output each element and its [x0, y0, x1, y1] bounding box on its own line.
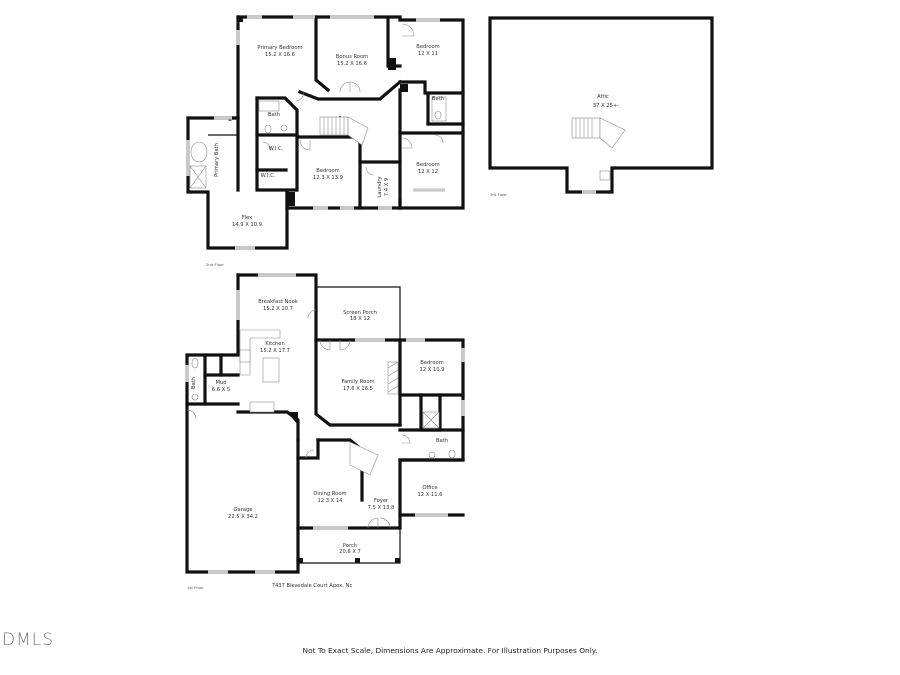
room-dims: 20.6 X 7	[339, 549, 361, 555]
room-dims: 7.5 X 13.8	[368, 505, 395, 511]
room-name: Porch	[343, 543, 357, 549]
room-dims: 15.2 X 16.6	[337, 61, 367, 67]
third-floor-plan: Attic 37 X 25+- 3rd Floor	[488, 16, 714, 197]
mls-logo: DMLS	[2, 630, 55, 650]
room-name: Primary Bedroom	[257, 45, 302, 51]
room-name: Bedroom	[416, 44, 439, 50]
room-dims: 22.5 X 34.2	[228, 514, 258, 520]
room-name: Family Room	[341, 379, 374, 385]
room-name: Bath	[432, 96, 444, 102]
room-dims: 15.2 X 17.7	[260, 348, 290, 354]
room-name: Mud	[215, 380, 226, 386]
room-name: Screen Porch	[343, 310, 377, 316]
first-floor-plan	[185, 273, 465, 574]
room-name: Foyer	[374, 498, 389, 504]
room-name: Bonus Room	[336, 54, 368, 60]
room-dims: 12.3 X 14	[317, 498, 343, 504]
property-address: 7437 Bleasdale Court Apex, Nc	[272, 583, 353, 589]
room-dims: 12 X 11.6	[417, 492, 442, 498]
room-name: Primary Bath	[214, 143, 220, 177]
room-name: W.I.C.	[261, 173, 276, 179]
first-floor-labels: Breakfast Nook 15.2 X 10.7 Screen Porch …	[187, 299, 448, 590]
room-name: Bath	[436, 438, 448, 444]
floor-label-1st: 1st Floor	[187, 585, 204, 590]
room-name: W.I.C.	[269, 146, 284, 152]
room-name: Breakfast Nook	[258, 299, 298, 305]
room-dims: 12.3 X 13.9	[313, 175, 343, 181]
second-floor-labels: Primary Bedroom 15.2 X 16.6 Bonus Room 1…	[206, 44, 444, 267]
room-name: Bedroom	[416, 162, 439, 168]
room-name: Bath	[268, 112, 280, 118]
room-dims: 17.6 X 16.5	[343, 386, 373, 392]
room-name: Flex	[242, 215, 253, 221]
room-name: Bath	[191, 377, 197, 389]
room-name: Garage	[234, 507, 253, 513]
room-dims: 14.9 X 10.9	[232, 222, 262, 228]
room-dims: 37 X 25+-	[593, 103, 619, 109]
room-name: Dining Room	[313, 491, 346, 497]
floor-label-2nd: 2nd Floor	[206, 262, 224, 267]
room-dims: 15.2 X 16.6	[265, 52, 295, 58]
room-name: Kitchen	[265, 341, 285, 347]
room-dims: 7.4 X 9	[384, 178, 390, 196]
room-name: Bedroom	[316, 168, 339, 174]
room-name: Attic	[597, 94, 609, 100]
second-floor-plan	[186, 15, 465, 250]
room-name: Office	[422, 485, 437, 491]
room-dims: 15.2 X 10.7	[263, 306, 293, 312]
room-name: Laundry	[377, 176, 383, 197]
room-dims: 12 X 11	[418, 51, 438, 57]
floor-label-3rd: 3rd Floor	[490, 192, 507, 197]
room-dims: 18 X 12	[350, 316, 370, 322]
disclaimer-text: Not To Exact Scale, Dimensions Are Appro…	[302, 646, 598, 655]
room-dims: 12 X 12	[418, 169, 438, 175]
room-dims: 6.6 X 5	[212, 387, 230, 393]
room-dims: 12 X 10.9	[419, 367, 444, 373]
room-name: Bedroom	[420, 360, 443, 366]
